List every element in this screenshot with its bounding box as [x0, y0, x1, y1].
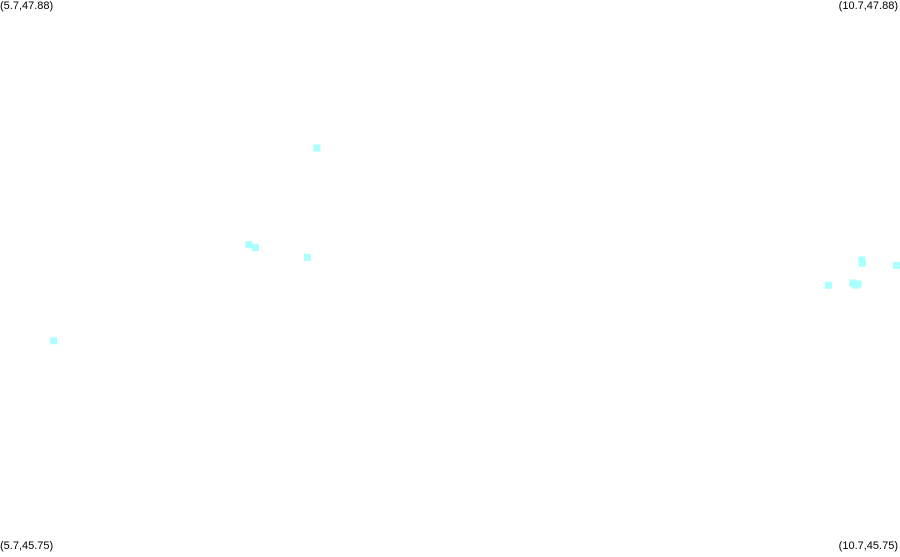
map-feature — [303, 253, 311, 261]
top-left-coordinate: (5.7,47.88) — [0, 0, 54, 12]
bottom-left-coordinate: (5.7,45.75) — [0, 540, 54, 552]
map-feature — [858, 259, 866, 267]
map-feature — [50, 337, 58, 345]
map-feature — [824, 281, 832, 289]
top-right-coordinate: (10.7,47.88) — [838, 0, 898, 12]
map-feature — [892, 261, 900, 269]
map-feature — [313, 144, 321, 152]
bottom-right-coordinate: (10.7,45.75) — [838, 540, 898, 552]
map-feature — [245, 241, 253, 249]
map-feature — [251, 244, 259, 251]
map-feature — [854, 280, 862, 288]
